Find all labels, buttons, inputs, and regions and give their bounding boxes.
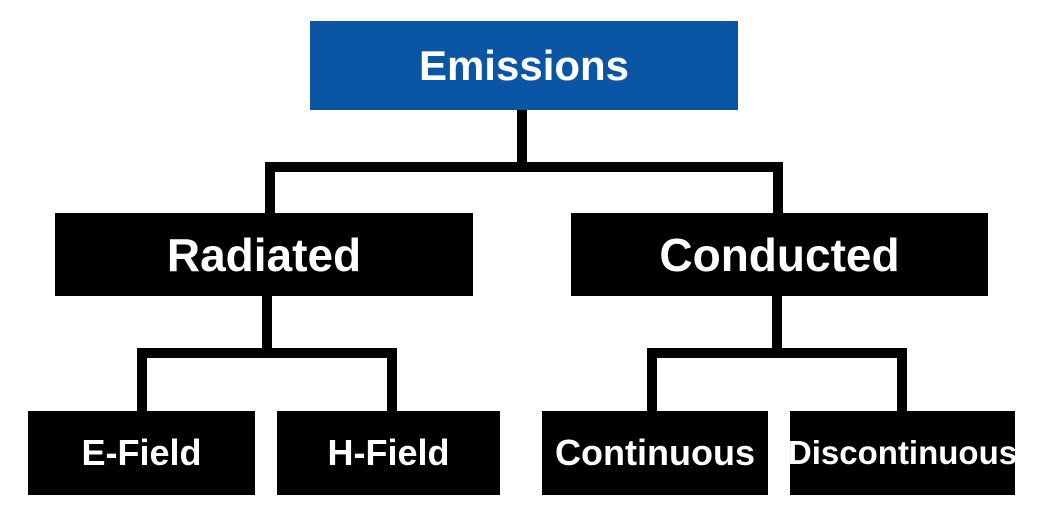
- connector-conducted-drop-right: [897, 348, 907, 411]
- connector-conducted-bar: [647, 348, 907, 358]
- node-e-field: E-Field: [28, 411, 255, 495]
- connector-root-bar: [265, 162, 783, 172]
- connector-radiated-stem: [262, 296, 272, 358]
- connector-radiated-drop-left: [137, 348, 147, 411]
- node-h-field: H-Field: [277, 411, 500, 495]
- node-radiated: Radiated: [55, 213, 473, 296]
- connector-conducted-drop-left: [647, 348, 657, 411]
- connector-root-drop-left: [265, 162, 275, 213]
- node-conducted: Conducted: [571, 213, 988, 296]
- connector-radiated-bar: [137, 348, 397, 358]
- connector-conducted-stem: [772, 296, 782, 358]
- node-emissions: Emissions: [310, 21, 738, 110]
- connector-radiated-drop-right: [387, 348, 397, 411]
- node-discontinuous: Discontinuous: [788, 411, 1017, 495]
- connector-root-drop-right: [773, 162, 783, 213]
- node-continuous: Continuous: [542, 411, 768, 495]
- connector-root-stem: [517, 110, 527, 172]
